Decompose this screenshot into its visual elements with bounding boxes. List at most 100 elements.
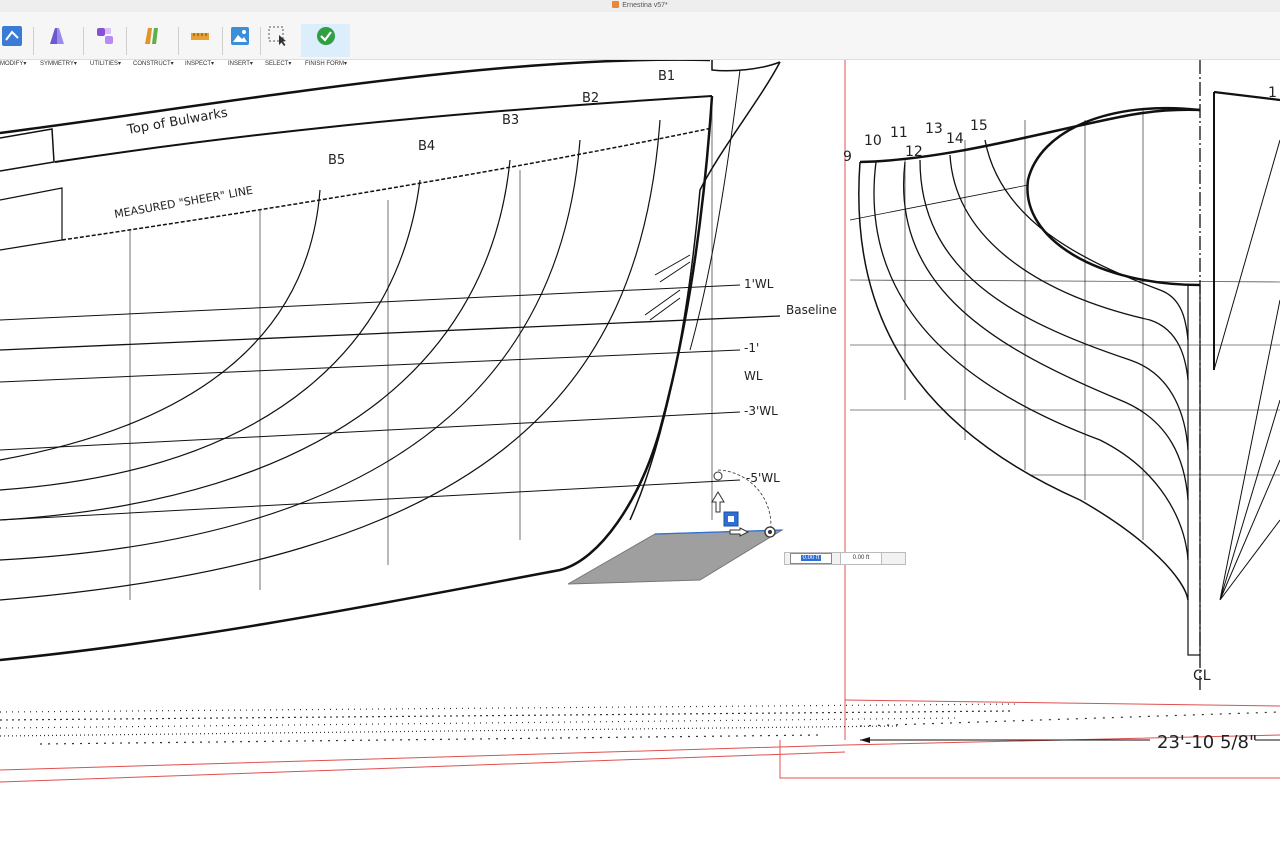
right-diagonal <box>1213 139 1280 371</box>
baseline <box>0 315 781 351</box>
separator <box>83 27 84 55</box>
deck-line <box>859 108 1201 164</box>
grid-line <box>904 110 1144 540</box>
label-station-b2: B2 <box>582 91 599 106</box>
label-station-b3: B3 <box>502 113 519 128</box>
separator <box>222 27 223 55</box>
form-plane[interactable] <box>567 529 784 585</box>
selected-edge <box>654 529 783 535</box>
grid-line <box>849 279 1280 283</box>
insert-button[interactable]: INSERT▾ <box>226 12 256 67</box>
section-curve <box>919 159 1189 451</box>
right-deck-line <box>1213 90 1280 102</box>
select-button[interactable]: SELECT▾ <box>263 12 293 67</box>
transform-manipulator[interactable] <box>711 469 776 538</box>
rail-line <box>54 95 713 163</box>
modify-button[interactable]: MODIFY▾ <box>0 12 30 67</box>
window-title-text: Ernestina v57* <box>622 2 668 9</box>
body-plan-view <box>849 60 1280 690</box>
rotate-handle-dot <box>768 530 772 534</box>
construct-button[interactable]: CONSTRUCT▾ <box>130 12 174 67</box>
window-title: Ernestina v57* <box>0 1 1280 9</box>
construct-icon <box>145 28 158 44</box>
label-centerline: CL <box>1193 668 1211 684</box>
scan-noise <box>0 703 1280 745</box>
move-arrow-right <box>729 527 750 537</box>
select-icon <box>268 26 286 46</box>
title-bar: Ernestina v57* <box>0 0 1280 12</box>
bow-top <box>711 60 781 72</box>
section-curve <box>949 154 1189 381</box>
separator <box>178 27 179 55</box>
buttock-curve <box>0 179 421 491</box>
label-station-12: 12 <box>905 144 923 160</box>
stem-profile <box>629 61 781 521</box>
right-section-lines <box>1219 299 1280 601</box>
symmetry-icon <box>50 28 64 44</box>
separator <box>126 27 127 55</box>
waterline-minus1 <box>0 349 741 383</box>
construct-label: CONSTRUCT▾ <box>133 61 174 67</box>
label-minus3wl: -3'WL <box>744 404 778 418</box>
section-curve <box>858 161 1189 601</box>
finish-form-label: FINISH FORM▾ <box>305 61 348 67</box>
view-boundary <box>0 60 1280 783</box>
profile-view <box>0 60 781 662</box>
section-curve <box>873 161 1189 561</box>
gray-plane <box>567 529 784 585</box>
symmetry-button[interactable]: SYMMETRY▾ <box>38 12 77 67</box>
label-station-b4: B4 <box>418 139 435 154</box>
utilities-icon <box>97 28 113 44</box>
chainplate <box>644 254 691 321</box>
rudder-region <box>0 187 63 251</box>
modify-icon <box>2 26 22 46</box>
waterline-1 <box>0 284 741 321</box>
waterline-minus3 <box>0 411 741 451</box>
bulwark-top-line <box>0 60 710 135</box>
label-sheer-line: MEASURED "SHEER" LINE <box>113 184 254 221</box>
sheer-line <box>61 127 713 241</box>
modify-label: MODIFY▾ <box>0 61 27 67</box>
label-station-b5: B5 <box>328 153 345 168</box>
utilities-button[interactable]: UTILITIES▾ <box>88 12 122 67</box>
rotate-handle-top <box>713 471 723 481</box>
dimension-text: 23'-10 5/8" <box>1157 732 1257 753</box>
ruler-icon <box>191 33 209 40</box>
buttock-curve <box>0 119 661 601</box>
distance-input-1[interactable]: 0.00 ft <box>790 553 832 564</box>
section-oval <box>1026 106 1201 287</box>
label-station-13: 13 <box>925 121 943 137</box>
document-icon <box>612 1 620 8</box>
buttock-curve <box>0 189 321 461</box>
symmetry-label: SYMMETRY▾ <box>40 61 77 67</box>
label-station-15: 15 <box>970 118 988 134</box>
rotation-arc <box>717 469 772 536</box>
utilities-label: UTILITIES▾ <box>90 61 122 67</box>
label-minus1: -1' <box>744 341 759 355</box>
section-curve <box>903 161 1189 501</box>
label-wl: WL <box>744 369 763 383</box>
buttock-curve <box>0 139 581 561</box>
separator <box>33 27 34 55</box>
canvas-viewport[interactable]: Top of Bulwarks MEASURED "SHEER" LINE B5… <box>0 60 1280 853</box>
insert-label: INSERT▾ <box>228 61 253 67</box>
label-minus5wl: -5'WL <box>746 471 780 485</box>
label-station-10: 10 <box>864 133 882 149</box>
keel-outline <box>0 95 714 662</box>
label-1wl: 1'WL <box>744 277 774 291</box>
label-top-of-bulwarks: Top of Bulwarks <box>125 105 229 138</box>
label-station-14: 14 <box>946 131 964 147</box>
checkmark-icon <box>317 27 335 45</box>
inspect-button[interactable]: INSPECT▾ <box>182 12 216 67</box>
finish-form-button[interactable]: FINISH FORM▾ <box>301 12 350 67</box>
keel-body <box>1187 284 1201 656</box>
diagonal-line <box>849 184 1029 221</box>
label-station-11: 11 <box>890 125 908 141</box>
distance-input-2[interactable]: 0.00 ft <box>840 552 882 565</box>
label-station-1: 1 <box>1268 85 1277 101</box>
select-label: SELECT▾ <box>265 61 292 67</box>
inspect-label: INSPECT▾ <box>185 61 215 67</box>
move-arrow-up <box>711 491 725 513</box>
label-station-b1: B1 <box>658 69 675 84</box>
label-station-9: 9 <box>843 149 852 165</box>
